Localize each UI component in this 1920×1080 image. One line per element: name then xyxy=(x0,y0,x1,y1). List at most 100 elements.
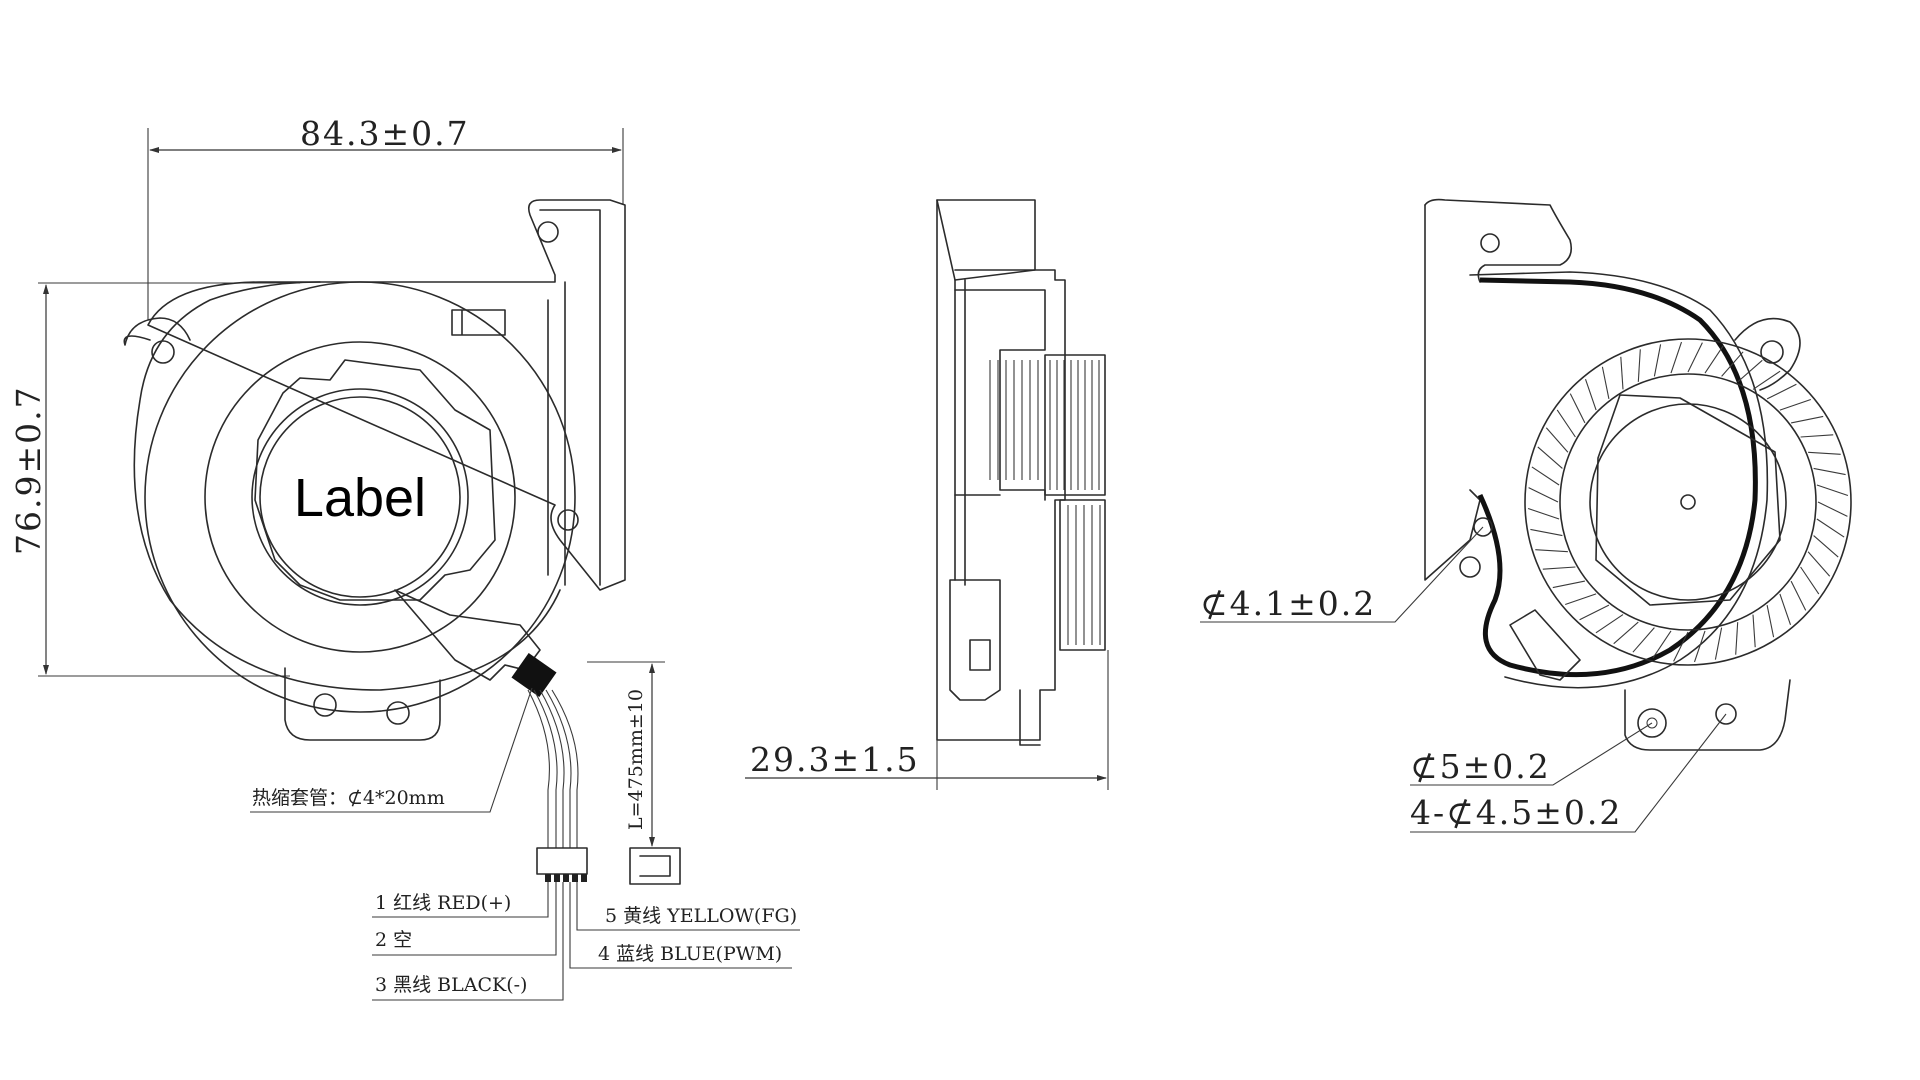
impeller-blade xyxy=(1752,614,1756,648)
impeller-blade xyxy=(1752,370,1781,390)
wire-1-label: 1 红线 RED(+) xyxy=(375,892,511,914)
impeller-blade xyxy=(1652,630,1672,659)
side-view: 29.3±1.5 xyxy=(745,199,1109,790)
side-connector xyxy=(949,579,1001,701)
impeller-blade xyxy=(1766,383,1797,400)
impeller-blade xyxy=(1637,349,1641,382)
rear-ear-right xyxy=(1734,317,1801,391)
impeller-blade xyxy=(1584,379,1597,411)
hub-ring xyxy=(204,341,516,653)
impeller-blade xyxy=(1790,580,1807,611)
rear-view: ⊄4.1±0.2 ⊄5±0.2 4-⊄4.5±0.2 xyxy=(1200,198,1852,833)
impeller-blade xyxy=(1537,446,1563,469)
wire-4-label: 4 蓝线 BLUE(PWM) xyxy=(598,943,782,965)
impeller-blade xyxy=(1735,622,1739,655)
wire-3-label: 3 黑线 BLACK(-) xyxy=(375,974,527,996)
connector-pins xyxy=(545,874,587,882)
heat-shrink-sleeve xyxy=(511,652,557,698)
label-circle-inner xyxy=(259,396,461,598)
rear-impeller-outer xyxy=(1524,338,1852,666)
impeller-blade xyxy=(1613,621,1639,645)
impeller-blade xyxy=(1531,466,1560,486)
impeller-blade xyxy=(1632,627,1655,653)
impeller-blade xyxy=(1670,341,1683,374)
rear-outlet-edge xyxy=(1424,204,1481,581)
impeller-blade xyxy=(1579,604,1610,621)
side-impeller xyxy=(989,354,1106,651)
cable-clip xyxy=(394,589,541,681)
sleeve-leader xyxy=(250,687,533,813)
side-outlet xyxy=(936,199,1036,281)
side-body xyxy=(936,199,1066,741)
width-dim-text: 84.3±0.7 xyxy=(300,114,470,153)
hole-center-dim: ⊄5±0.2 xyxy=(1410,747,1551,786)
impeller-blade xyxy=(1714,627,1723,660)
impeller-blade xyxy=(1528,487,1559,503)
impeller-blade xyxy=(1653,344,1662,377)
impeller-blade xyxy=(1693,630,1706,663)
mounting-tab-left xyxy=(123,317,191,364)
rear-ear-left-hole xyxy=(1459,556,1481,578)
mounting-tab-bottom xyxy=(284,667,441,741)
rear-hole-corner xyxy=(1715,703,1737,725)
cable-wires xyxy=(527,689,579,848)
impeller-blade xyxy=(1807,551,1831,577)
cable-length-text: L=475mm±10 xyxy=(625,689,647,830)
housing-latch xyxy=(451,309,506,336)
impeller-blade xyxy=(1800,566,1820,595)
rear-hole-top xyxy=(1473,517,1493,537)
width-dimension: 84.3±0.7 xyxy=(147,114,624,320)
impeller-blade xyxy=(1800,434,1834,438)
sleeve-note: 热缩套管：⊄4*20mm xyxy=(252,787,445,809)
impeller-blade xyxy=(1556,409,1576,438)
label-circle-outer xyxy=(251,388,469,606)
impeller-blade xyxy=(1569,393,1586,424)
wire-2-label: 2 空 xyxy=(375,929,412,951)
impeller-blade xyxy=(1721,351,1744,377)
impeller-blade xyxy=(1704,345,1724,374)
impeller-blade xyxy=(1673,631,1689,662)
wire-connector xyxy=(536,847,588,875)
impeller-blade xyxy=(1530,528,1563,537)
impeller-blade xyxy=(1552,580,1586,589)
impeller-blade xyxy=(1565,593,1597,606)
hub-notches xyxy=(254,359,496,601)
impeller-blade xyxy=(1766,604,1775,638)
rear-bottom-flange xyxy=(1624,679,1791,751)
housing-outlet xyxy=(147,199,626,591)
impeller-blade xyxy=(1816,518,1845,538)
rear-top-tab xyxy=(1424,198,1573,283)
impeller-blade xyxy=(1813,467,1846,476)
impeller-blade xyxy=(1545,427,1569,453)
impeller-blade xyxy=(1535,549,1568,553)
rear-hub-struts xyxy=(1595,394,1781,606)
impeller-blade xyxy=(1816,484,1849,497)
impeller-blade xyxy=(1595,614,1624,634)
wire-5-label: 5 黄线 YELLOW(FG) xyxy=(605,905,797,927)
hole-top-dim: ⊄4.1±0.2 xyxy=(1200,584,1376,623)
impeller-blade xyxy=(1687,342,1703,373)
impeller-blade xyxy=(1737,359,1763,383)
impeller-blade xyxy=(1527,507,1560,520)
impeller-blade xyxy=(1808,451,1841,455)
rear-connector xyxy=(1509,609,1581,681)
impeller-blade xyxy=(1817,501,1848,517)
height-dim-text: 76.9±0.7 xyxy=(9,385,48,555)
impeller-blade xyxy=(1813,535,1839,558)
impeller-blade xyxy=(1779,593,1792,625)
impeller-blade xyxy=(1790,415,1824,424)
height-dimension: 76.9±0.7 xyxy=(9,282,300,677)
mounting-tab-top xyxy=(537,221,559,243)
rear-shaft xyxy=(1680,494,1696,510)
rear-impeller-blades xyxy=(1527,341,1849,663)
holes-dim: 4-⊄4.5±0.2 xyxy=(1410,793,1622,832)
label-text: Label xyxy=(294,468,426,528)
housing-scroll xyxy=(133,281,561,691)
rear-hub xyxy=(1589,403,1787,601)
mounting-tab-right xyxy=(557,509,579,531)
impeller-blade xyxy=(1542,566,1576,570)
connector-side-view xyxy=(629,847,681,885)
rear-scroll-seal xyxy=(1477,277,1758,678)
rear-impeller-inner xyxy=(1559,373,1817,631)
impeller-blade xyxy=(1620,356,1624,390)
